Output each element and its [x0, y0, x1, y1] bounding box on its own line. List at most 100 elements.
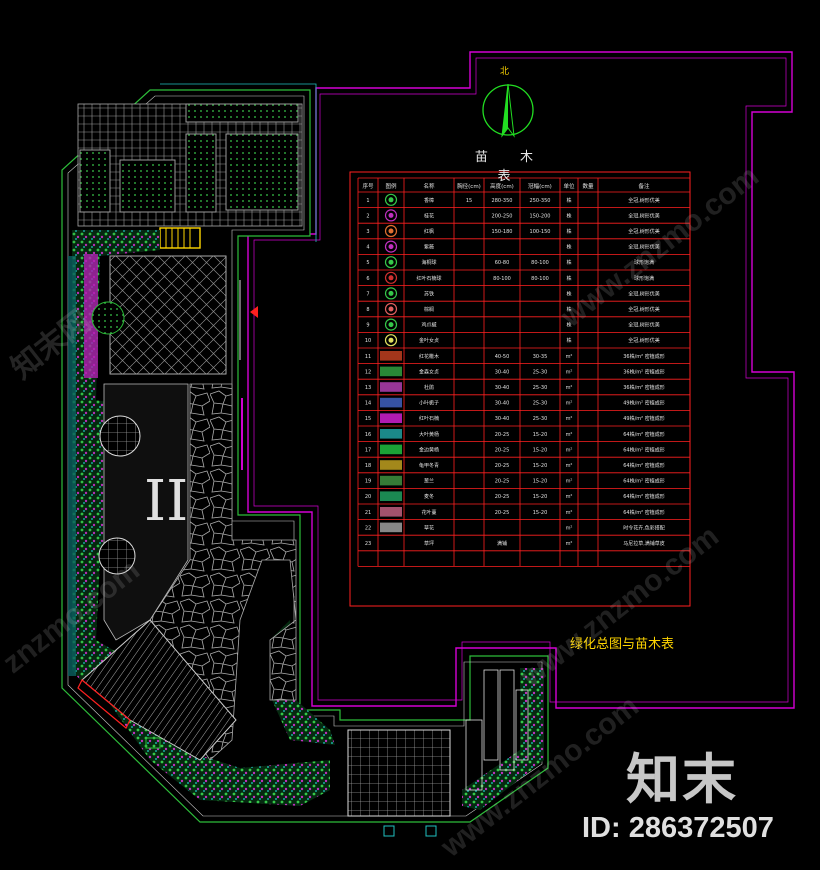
- table-cell: 红叶石楠球: [416, 275, 441, 282]
- legend-symbol-core: [388, 275, 394, 281]
- table-cell: 20-25: [495, 432, 510, 438]
- table-cell: 龟甲冬青: [419, 462, 439, 469]
- table-cell: 200-250: [492, 213, 513, 219]
- legend-symbol-core: [388, 212, 394, 218]
- table-cell: 14: [365, 401, 371, 407]
- table-header-cell: 数量: [582, 182, 594, 190]
- drawing-caption: 绿化总图与苗木表: [570, 637, 675, 652]
- table-cell: 30-35: [533, 354, 548, 360]
- table-cell: 小叶栀子: [419, 400, 439, 407]
- table-cell: 15-20: [533, 479, 548, 485]
- table-cell: m²: [566, 416, 573, 422]
- table-cell: 6: [366, 276, 369, 282]
- legend-symbol-icon: [384, 256, 398, 269]
- table-cell: 马尼拉草,满铺草皮: [623, 540, 665, 547]
- table-header-cell: 图例: [385, 182, 397, 190]
- area-label: II: [144, 469, 188, 534]
- table-cell: 20: [365, 494, 371, 500]
- table-cell: 全冠,树形优美: [628, 337, 660, 344]
- table-cell: 花叶蔓: [421, 509, 436, 516]
- table-header-cell: 备注: [638, 182, 650, 190]
- table-cell: 苏铁: [424, 290, 434, 297]
- legend-swatch: [380, 429, 402, 439]
- table-cell: 30-40: [495, 401, 510, 407]
- table-cell: 64株/m² 密植成形: [623, 478, 665, 485]
- table-cell: 株: [566, 212, 571, 219]
- table-cell: 150-200: [530, 213, 551, 219]
- legend-symbol-core: [388, 197, 394, 203]
- table-cell: 8: [366, 307, 369, 313]
- table-cell: 15-20: [533, 447, 548, 453]
- pergola-bars: [465, 669, 529, 791]
- table-header-cell: 名称: [423, 182, 435, 190]
- table-cell: 64株/m² 密植成形: [623, 431, 665, 438]
- table-cell: m²: [566, 541, 573, 547]
- table-cell: 15-20: [533, 510, 548, 516]
- table-cell: 15-20: [533, 463, 548, 469]
- table-cell: 株: [566, 306, 571, 313]
- table-cell: 250-350: [530, 198, 551, 204]
- table-cell: 紫薇: [424, 244, 434, 251]
- table-cell: m²: [566, 354, 573, 360]
- table-cell: 15: [466, 198, 472, 204]
- table-cell: 红花檵木: [419, 353, 439, 360]
- hedge-block-1: [79, 149, 111, 213]
- table-cell: 株: [566, 197, 571, 204]
- table-header-cell: 冠幅(cm): [528, 182, 552, 190]
- hedge-block-4: [225, 133, 299, 211]
- table-cell: 满铺: [497, 540, 507, 547]
- table-cell: 15: [365, 416, 371, 422]
- table-cell: 鸡爪槭: [421, 322, 436, 329]
- table-cell: 36株/m² 密植成形: [623, 368, 665, 375]
- table-cell: 19: [365, 479, 371, 485]
- table-cell: 23: [365, 541, 371, 547]
- table-cell: 球形饱满: [634, 259, 654, 266]
- table-cell: 红枫: [424, 228, 434, 235]
- table-cell: m²: [566, 463, 573, 469]
- table-cell: 4: [366, 245, 369, 251]
- table-header-cell: 高度(cm): [490, 182, 514, 190]
- table-cell: 20-25: [495, 463, 510, 469]
- table-cell: 25-30: [533, 369, 548, 375]
- table-cell: 桂花: [424, 212, 434, 219]
- table-cell: 海桐球: [421, 259, 436, 266]
- legend-symbol-icon: [384, 318, 398, 331]
- magenta-flowerbed: [84, 254, 98, 378]
- table-cell: 25-30: [533, 416, 548, 422]
- legend-swatch: [380, 491, 402, 501]
- table-cell: 20-25: [495, 447, 510, 453]
- table-cell: 株: [566, 290, 571, 297]
- legend-symbol-icon: [384, 224, 398, 238]
- table-cell: 13: [365, 385, 371, 391]
- table-cell: 株: [566, 244, 571, 251]
- table-title: 苗 木 表: [474, 150, 548, 184]
- round-feature-2: [98, 537, 136, 575]
- watermark-brand: 知末: [626, 748, 738, 811]
- table-cell: 17: [365, 447, 371, 453]
- table-cell: 11: [365, 354, 371, 360]
- table-cell: m²: [566, 525, 573, 531]
- table-cell: 红叶石楠: [419, 415, 439, 422]
- table-cell: 草花: [424, 524, 434, 531]
- watermark-id: ID: 286372507: [582, 812, 774, 844]
- table-cell: 株: [566, 337, 571, 344]
- table-cell: 全冠,树形优美: [628, 322, 660, 329]
- table-cell: 18: [365, 463, 371, 469]
- table-cell: 36株/m² 密植成形: [623, 384, 665, 391]
- table-header-cell: 单位: [563, 182, 575, 190]
- table-cell: m²: [566, 494, 573, 500]
- legend-symbol-icon: [384, 334, 398, 347]
- table-cell: 80-100: [531, 276, 549, 282]
- table-cell: 葱兰: [424, 478, 434, 485]
- legend-swatch: [380, 475, 402, 486]
- table-cell: 80-100: [493, 276, 511, 282]
- table-cell: 5: [366, 260, 369, 266]
- table-cell: 7: [366, 291, 369, 297]
- round-feature-1: [99, 415, 141, 457]
- table-header-cell: 序号: [362, 182, 374, 190]
- table-cell: m²: [566, 479, 573, 485]
- site-boundary: [247, 51, 795, 709]
- table-cell: 64株/m² 密植成形: [623, 462, 665, 469]
- legend-symbol-icon: [384, 302, 398, 316]
